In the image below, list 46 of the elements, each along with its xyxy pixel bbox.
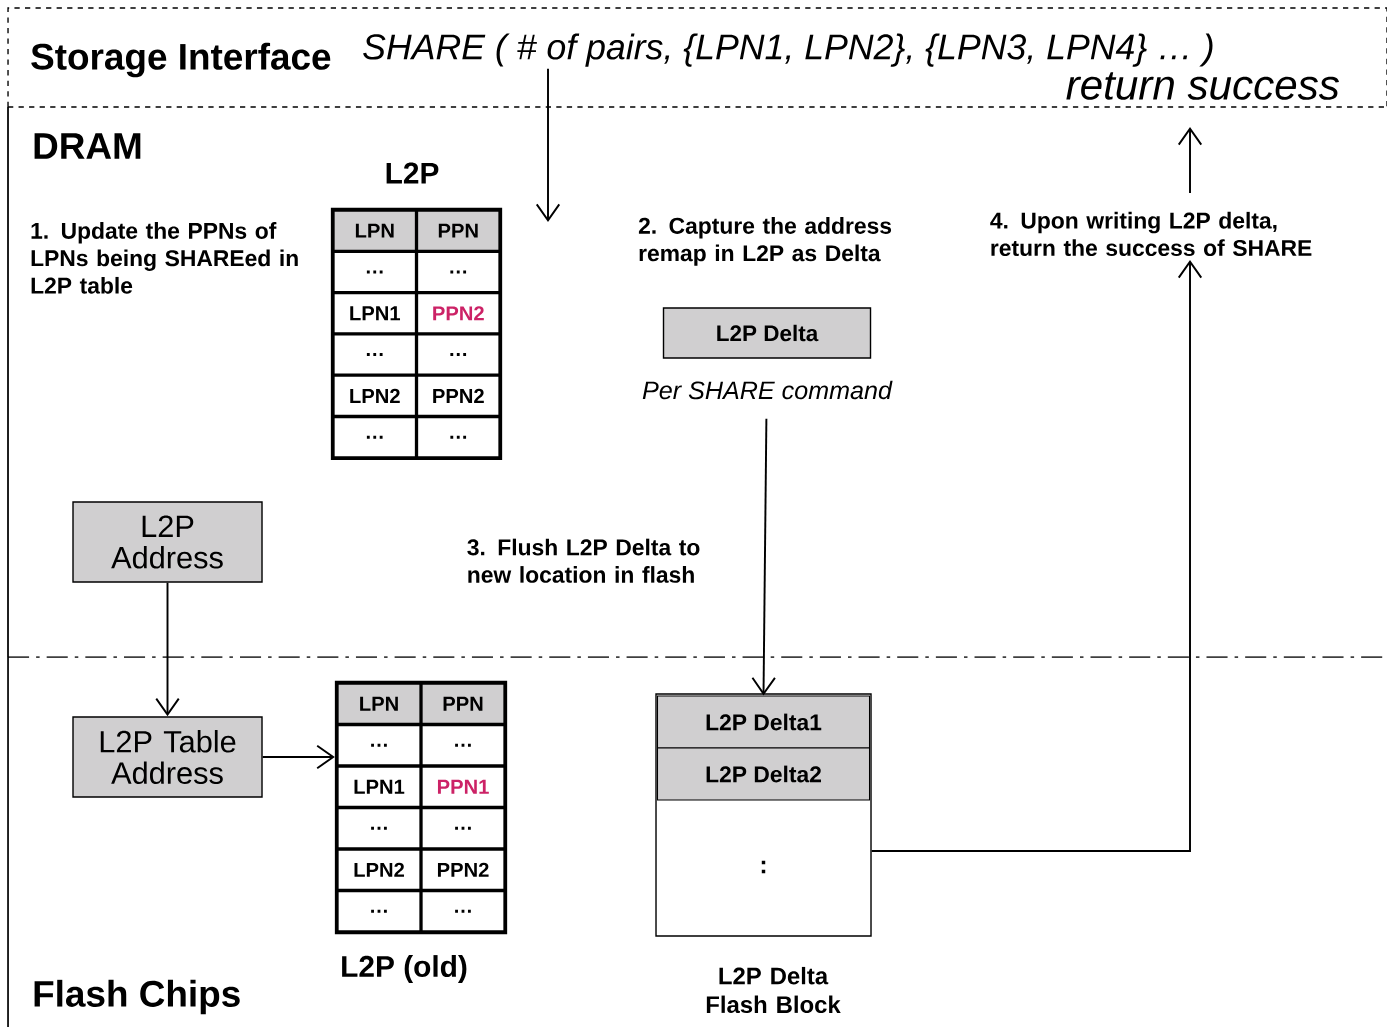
table-cell: PPN1 (420, 765, 506, 809)
step-text: 1. Update the PPNs of LPNs being SHAREed in L2P table (31, 222, 298, 294)
address-box: L2P Address (72, 501, 263, 583)
table-cell: … (420, 889, 506, 933)
table-cell: … (415, 415, 501, 459)
table-cell: … (420, 723, 506, 767)
table-cell: … (336, 806, 422, 850)
table-cell: … (336, 723, 422, 767)
node-label: L2P (old) (342, 955, 467, 983)
arrow (155, 581, 180, 717)
table-cell: LPN (332, 209, 418, 252)
arrow (751, 417, 776, 696)
address-box: L2P Table Address (72, 716, 263, 798)
edge-label: 3. Flush L2P Delta to new location in flash (467, 538, 700, 583)
table-cell: LPN (336, 682, 422, 726)
arrow (261, 744, 335, 770)
table-cell: … (415, 250, 501, 294)
block-row: L2P Delta2 (657, 747, 871, 801)
step-text: 4. Upon writing L2P delta, return the success of SHARE (990, 211, 1312, 257)
table-cell: PPN2 (415, 291, 501, 335)
table-cell: … (332, 415, 418, 459)
table-cell: PPN (415, 209, 501, 252)
table-cell: LPN2 (332, 374, 418, 418)
node-label: Per SHARE command (642, 380, 893, 400)
table-cell: PPN2 (415, 374, 501, 418)
table-cell: LPN2 (336, 848, 422, 892)
arrow (1177, 126, 1203, 194)
node-label: L2P (386, 162, 439, 184)
table-cell: … (336, 889, 422, 933)
block-row: L2P Delta1 (657, 695, 871, 749)
return-text: return success (1066, 72, 1339, 100)
delta-box: L2P Delta Per SHARE command (642, 307, 893, 400)
table-cell: PPN2 (420, 848, 506, 892)
table-cell: … (332, 250, 418, 294)
arrow (870, 259, 1203, 852)
table-cell: … (332, 333, 418, 376)
command-text: SHARE ( # of pairs, {LPN1, LPN2}, {LPN3, LPN4} … ) (363, 33, 1213, 67)
step-text: 2. Capture the address remap in L2P as Delta (638, 217, 892, 266)
table-cell: … (415, 333, 501, 376)
table-cell: LPN1 (332, 291, 418, 335)
table-cell: PPN (420, 682, 506, 726)
table-cell: LPN1 (336, 765, 422, 809)
node-label: L2P Delta Flash Block (706, 966, 841, 1014)
table-cell: … (420, 806, 506, 850)
arrow (535, 67, 561, 222)
block-area: : (761, 860, 766, 874)
